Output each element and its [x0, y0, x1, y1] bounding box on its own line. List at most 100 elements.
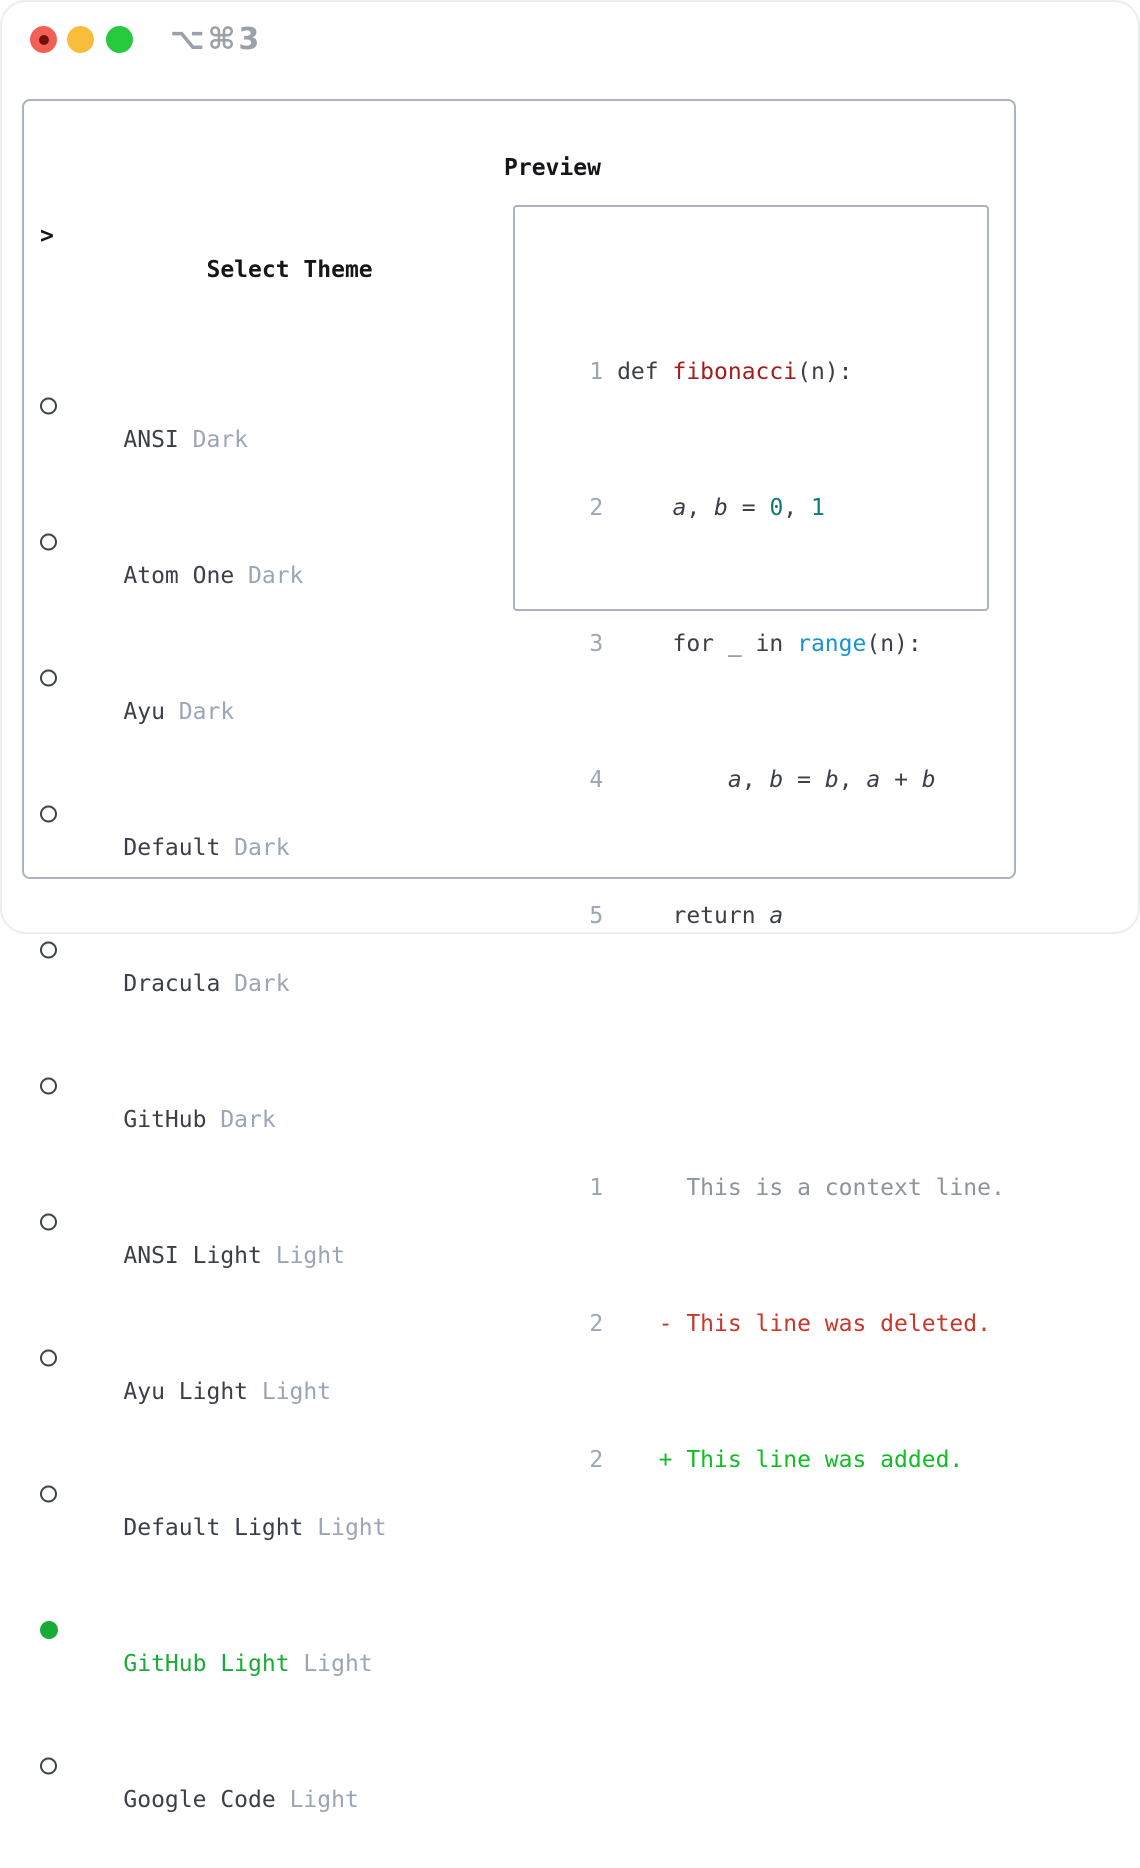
item-label: Default — [123, 835, 221, 861]
radio-icon — [40, 1349, 57, 1367]
line-number: 3 — [589, 631, 604, 657]
item-label: GitHub — [123, 1107, 207, 1133]
item-label: Ayu — [123, 699, 165, 725]
code-segment-code: return — [617, 903, 770, 929]
close-button[interactable] — [30, 26, 57, 53]
code-segment-var: a — [769, 903, 784, 929]
theme-list-column: > Select Theme ANSI Dark Atom One Dark Ay… — [40, 151, 500, 1868]
select-theme-header: > Select Theme — [40, 219, 500, 283]
item-label: Atom One — [123, 563, 235, 589]
item-label: Default Light — [123, 1515, 304, 1541]
item-variant: Light — [261, 1243, 345, 1269]
theme-option-google-code[interactable]: Google Code Light — [40, 1749, 500, 1813]
line-number: 1 — [589, 359, 604, 385]
code-segment-code: , — [741, 767, 770, 793]
theme-option-dracula[interactable]: Dracula Dark — [40, 933, 500, 997]
code-segment-code: for _ in — [617, 631, 798, 657]
code-segment-var: b — [824, 767, 839, 793]
item-label: Ayu Light — [123, 1379, 249, 1405]
code-segment-added: + This line was added. — [658, 1447, 964, 1473]
code-segment-code — [617, 495, 672, 521]
line-number: 4 — [589, 767, 604, 793]
radio-icon — [40, 1621, 58, 1639]
item-variant: Dark — [234, 563, 304, 589]
code-segment-code: , — [686, 495, 715, 521]
code-segment-builtin: range — [797, 631, 867, 657]
code-line: 4 a, b = b, a + b — [534, 729, 1005, 793]
preview-title: Preview — [504, 155, 601, 181]
code-line: 2 a, b = 0, 1 — [534, 457, 1005, 521]
code-segment-num: 0 — [769, 495, 784, 521]
item-variant: Dark — [220, 835, 290, 861]
theme-option-atom-one[interactable]: Atom One Dark — [40, 525, 500, 589]
item-label: ANSI Light — [123, 1243, 262, 1269]
code-line: 2 - This line was deleted. — [534, 1273, 1005, 1337]
code-line: 1 def fibonacci(n): — [534, 321, 1005, 385]
radio-icon — [40, 669, 57, 687]
line-number: 5 — [589, 903, 604, 929]
item-label: Dracula — [123, 971, 221, 997]
code-segment-code: , — [838, 767, 867, 793]
item-variant: Light — [248, 1379, 332, 1405]
app-window: ⌥⌘3 > Select Theme ANSI Dark Atom One Dar… — [0, 0, 1140, 1813]
code-segment-var: a — [672, 495, 687, 521]
theme-option-github-light[interactable]: GitHub Light Light — [40, 1613, 500, 1677]
item-variant: Dark — [206, 1107, 276, 1133]
select-theme-title: Select Theme — [206, 257, 373, 283]
code-segment-code — [617, 1447, 659, 1473]
line-number: 2 — [589, 495, 604, 521]
code-segment-var: a — [866, 767, 881, 793]
item-label: GitHub Light — [123, 1651, 290, 1677]
minimize-button[interactable] — [67, 26, 94, 53]
theme-option-ayu-light[interactable]: Ayu Light Light — [40, 1341, 500, 1405]
radio-icon — [40, 1077, 57, 1095]
code-segment-var: b — [921, 767, 936, 793]
code-line — [534, 1001, 1005, 1035]
theme-option-default[interactable]: Default Dark — [40, 797, 500, 861]
code-line: 2 + This line was added. — [534, 1409, 1005, 1473]
window-title: ⌥⌘3 — [170, 22, 263, 57]
zoom-button[interactable] — [106, 26, 133, 53]
code-segment-code: + — [880, 767, 922, 793]
code-segment-fn: fibonacci — [672, 359, 798, 385]
line-number: 2 — [589, 1447, 604, 1473]
radio-icon — [40, 1485, 57, 1503]
radio-icon — [40, 1213, 57, 1231]
radio-icon — [40, 397, 57, 415]
item-variant: Light — [275, 1787, 359, 1813]
code-segment-code: (n): — [797, 359, 853, 385]
line-number: 2 — [589, 1311, 604, 1337]
screenshot-root: ⌥⌘3 > Select Theme ANSI Dark Atom One Dar… — [0, 0, 1140, 1813]
code-segment-code: (n): — [866, 631, 922, 657]
code-line: 1 This is a context line. — [534, 1137, 1004, 1201]
code-segment-var: b — [769, 767, 784, 793]
code-segment-var: a — [727, 767, 742, 793]
code-segment-num: 1 — [811, 495, 825, 521]
radio-icon — [40, 941, 57, 959]
item-variant: Dark — [178, 427, 249, 453]
theme-list: ANSI Dark Atom One Dark Ayu Dark Default… — [40, 321, 500, 1868]
code-segment-var: b — [714, 495, 728, 521]
theme-option-ansi[interactable]: ANSI Dark — [40, 389, 500, 453]
code-segment-deleted: - This line was deleted. — [658, 1311, 991, 1337]
code-segment-code: = — [727, 495, 770, 521]
code-segment-code: def — [617, 359, 673, 385]
radio-icon — [40, 533, 57, 551]
code-segment-context: This is a context line. — [617, 1175, 1005, 1201]
item-variant: Light — [289, 1651, 373, 1677]
close-dot-icon — [38, 34, 49, 45]
item-label: Google Code — [123, 1787, 276, 1813]
code-segment-code: , — [783, 495, 811, 521]
code-line: 3 for _ in range(n): — [534, 593, 1005, 657]
radio-icon — [40, 1757, 57, 1775]
prompt-chevron-icon: > — [40, 223, 54, 249]
item-variant: Dark — [164, 699, 235, 725]
theme-option-ansi-light[interactable]: ANSI Light Light — [40, 1205, 500, 1269]
theme-option-github[interactable]: GitHub Dark — [40, 1069, 500, 1133]
theme-option-default-light[interactable]: Default Light Light — [40, 1477, 500, 1541]
code-segment-code — [617, 767, 728, 793]
line-number: 1 — [589, 1175, 604, 1201]
theme-option-ayu[interactable]: Ayu Dark — [40, 661, 500, 725]
